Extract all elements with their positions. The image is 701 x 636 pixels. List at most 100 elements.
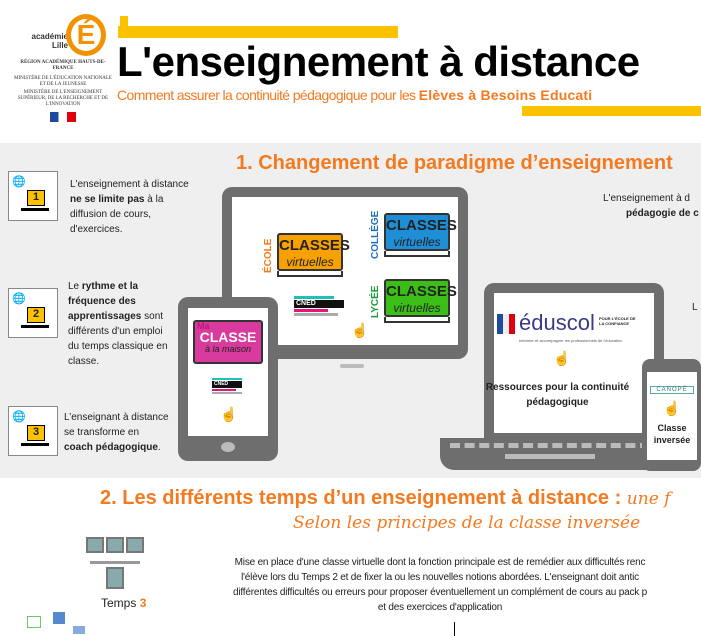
- cned-label: CNED: [212, 381, 242, 388]
- laptop-base-icon: [21, 443, 49, 446]
- point-1-bold: ne se limite pas: [70, 194, 145, 205]
- laptop-keyboard: [440, 438, 660, 470]
- classes-line2: virtuelles: [393, 235, 441, 249]
- section-2-title-script: une f: [626, 489, 671, 509]
- logo-letter: É: [76, 19, 96, 50]
- globe-icon: 🌐: [12, 411, 26, 423]
- maison-classe: CLASSE: [199, 329, 257, 345]
- virtual-class-network-icon: [86, 537, 146, 592]
- logo-academie: académie: [31, 32, 68, 41]
- description-line: et des exercices d'application: [377, 602, 503, 613]
- description-line: Mise en place d'une classe virtuelle don…: [234, 557, 646, 568]
- classes-line2: virtuelles: [286, 255, 334, 269]
- subtitle-bold: Elèves à Besoins Educati: [418, 87, 593, 103]
- section-2-title-main: 2. Les différents temps d’un enseignemen…: [100, 487, 627, 509]
- laptop-base-icon: [21, 208, 49, 211]
- maison-suffix: à la maison: [204, 344, 252, 354]
- logo-ministere-2: MINISTÈRE DE L'ENSEIGNEMENT SUPÉRIEUR, D…: [17, 90, 109, 107]
- logo-region: RÉGION ACADÉMIQUE HAUTS-DE-FRANCE: [20, 60, 106, 71]
- classes-line2: virtuelles: [393, 301, 441, 315]
- resources-cluster-icon: [25, 610, 85, 636]
- title-bar-top: [118, 26, 398, 38]
- temps-3-description: Mise en place d'une classe virtuelle don…: [160, 555, 701, 615]
- right-text-2: L: [692, 302, 698, 313]
- tablet-home-button: [221, 442, 235, 452]
- eduscol-name: éduscol: [519, 310, 595, 335]
- description-line: l'élève lors du Temps 2 et de fixer la o…: [241, 572, 639, 583]
- right-text-1: L'enseignement à d: [603, 193, 690, 204]
- classes-line1: CLASSES: [386, 283, 457, 300]
- resources-caption: Ressources pour la continuité pédagogiqu…: [485, 382, 630, 408]
- classes-foot: [384, 251, 450, 257]
- eduscol-logo[interactable]: éduscol POUR L'ÉCOLE DE LA CONFIANCE Infor…: [497, 310, 647, 346]
- right-text-1b: pédagogie de c: [626, 208, 699, 219]
- title-bar-bottom: [522, 106, 701, 116]
- point-1-icon: 🌐1: [8, 171, 58, 221]
- point-1-post: à la diffusion de cours, d'exercices.: [70, 194, 164, 235]
- section-2-title: 2. Les différents temps d’un enseignemen…: [100, 487, 670, 510]
- republique-flag: [50, 112, 76, 122]
- point-2-icon: 🌐2: [8, 288, 58, 338]
- canope-logo[interactable]: CANOPÉ: [650, 386, 694, 394]
- temps-number: 3: [139, 596, 147, 610]
- logo-e-mark: É: [66, 14, 106, 56]
- cned-logo[interactable]: CNED: [294, 296, 344, 316]
- page-subtitle: Comment assurer la continuité pédagogiqu…: [117, 87, 592, 103]
- point-number: 3: [27, 425, 45, 441]
- subtitle-plain: Comment assurer la continuité pédagogiqu…: [117, 87, 419, 103]
- laptop-base-icon: [21, 325, 49, 328]
- hand-pointer-icon: ☝: [220, 406, 238, 422]
- level-label: COLLÈGE: [370, 210, 381, 259]
- hand-pointer-icon: ☝: [553, 350, 571, 366]
- phone-caption: Classe inversée: [653, 423, 691, 445]
- laptop-screen: [494, 293, 654, 433]
- point-3-bold: coach pédagogique: [64, 442, 158, 453]
- point-3-pre: L’enseignant à distance se transforme en: [64, 412, 169, 438]
- cned-label: CNED: [294, 300, 344, 308]
- level-label: ÉCOLE: [263, 238, 274, 274]
- description-line: différentes difficultés ou erreurs pour …: [232, 587, 647, 598]
- monitor-button: [340, 364, 364, 368]
- classes-foot: [384, 317, 450, 323]
- point-3-post: .: [157, 442, 161, 453]
- point-number: 1: [27, 190, 45, 206]
- point-3-text: L’enseignant à distance se transforme en…: [64, 410, 174, 455]
- page-title: L'enseignement à distance: [117, 38, 640, 85]
- temps-label: Temps 3: [101, 596, 146, 610]
- section-1-title: 1. Changement de paradigme d’enseignemen…: [236, 152, 673, 174]
- eduscol-flag: [497, 314, 515, 334]
- globe-icon: 🌐: [12, 176, 26, 188]
- globe-icon: 🌐: [12, 293, 26, 305]
- classes-foot: [277, 271, 343, 277]
- logo-ministere-1: MINISTÈRE DE L'ÉDUCATION NATIONALE ET DE…: [14, 76, 112, 87]
- title-bar-tick: [120, 16, 128, 30]
- cned-logo-tablet[interactable]: CNED: [212, 378, 242, 394]
- point-2-bold: rythme et la fréquence des apprentissage…: [68, 281, 142, 322]
- section-2-subtitle: Selon les principes de la classe inversé…: [293, 513, 641, 533]
- classes-line1: CLASSES: [386, 217, 457, 234]
- hand-pointer-icon: ☝: [351, 322, 369, 338]
- point-2-text: Le rythme et la fréquence des apprentiss…: [68, 279, 168, 369]
- point-1-pre: L'enseignement à distance: [70, 179, 189, 190]
- hand-pointer-icon: ☝: [663, 400, 681, 416]
- text-cursor: [454, 622, 455, 636]
- eduscol-tag: POUR L'ÉCOLE DE LA CONFIANCE: [599, 316, 636, 326]
- logo-ville: Lille: [51, 41, 68, 50]
- point-2-pre: Le: [68, 281, 82, 292]
- maison-ma: Ma: [197, 321, 210, 331]
- point-number: 2: [27, 307, 45, 323]
- eduscol-tagline: Informer et accompagner les professionne…: [519, 338, 623, 343]
- temps-text: Temps: [101, 596, 140, 610]
- classes-line1: CLASSES: [279, 237, 350, 254]
- level-label: LYCÉE: [370, 285, 381, 319]
- point-3-icon: 🌐3: [8, 406, 58, 456]
- point-1-text: L'enseignement à distance ne se limite p…: [70, 177, 200, 237]
